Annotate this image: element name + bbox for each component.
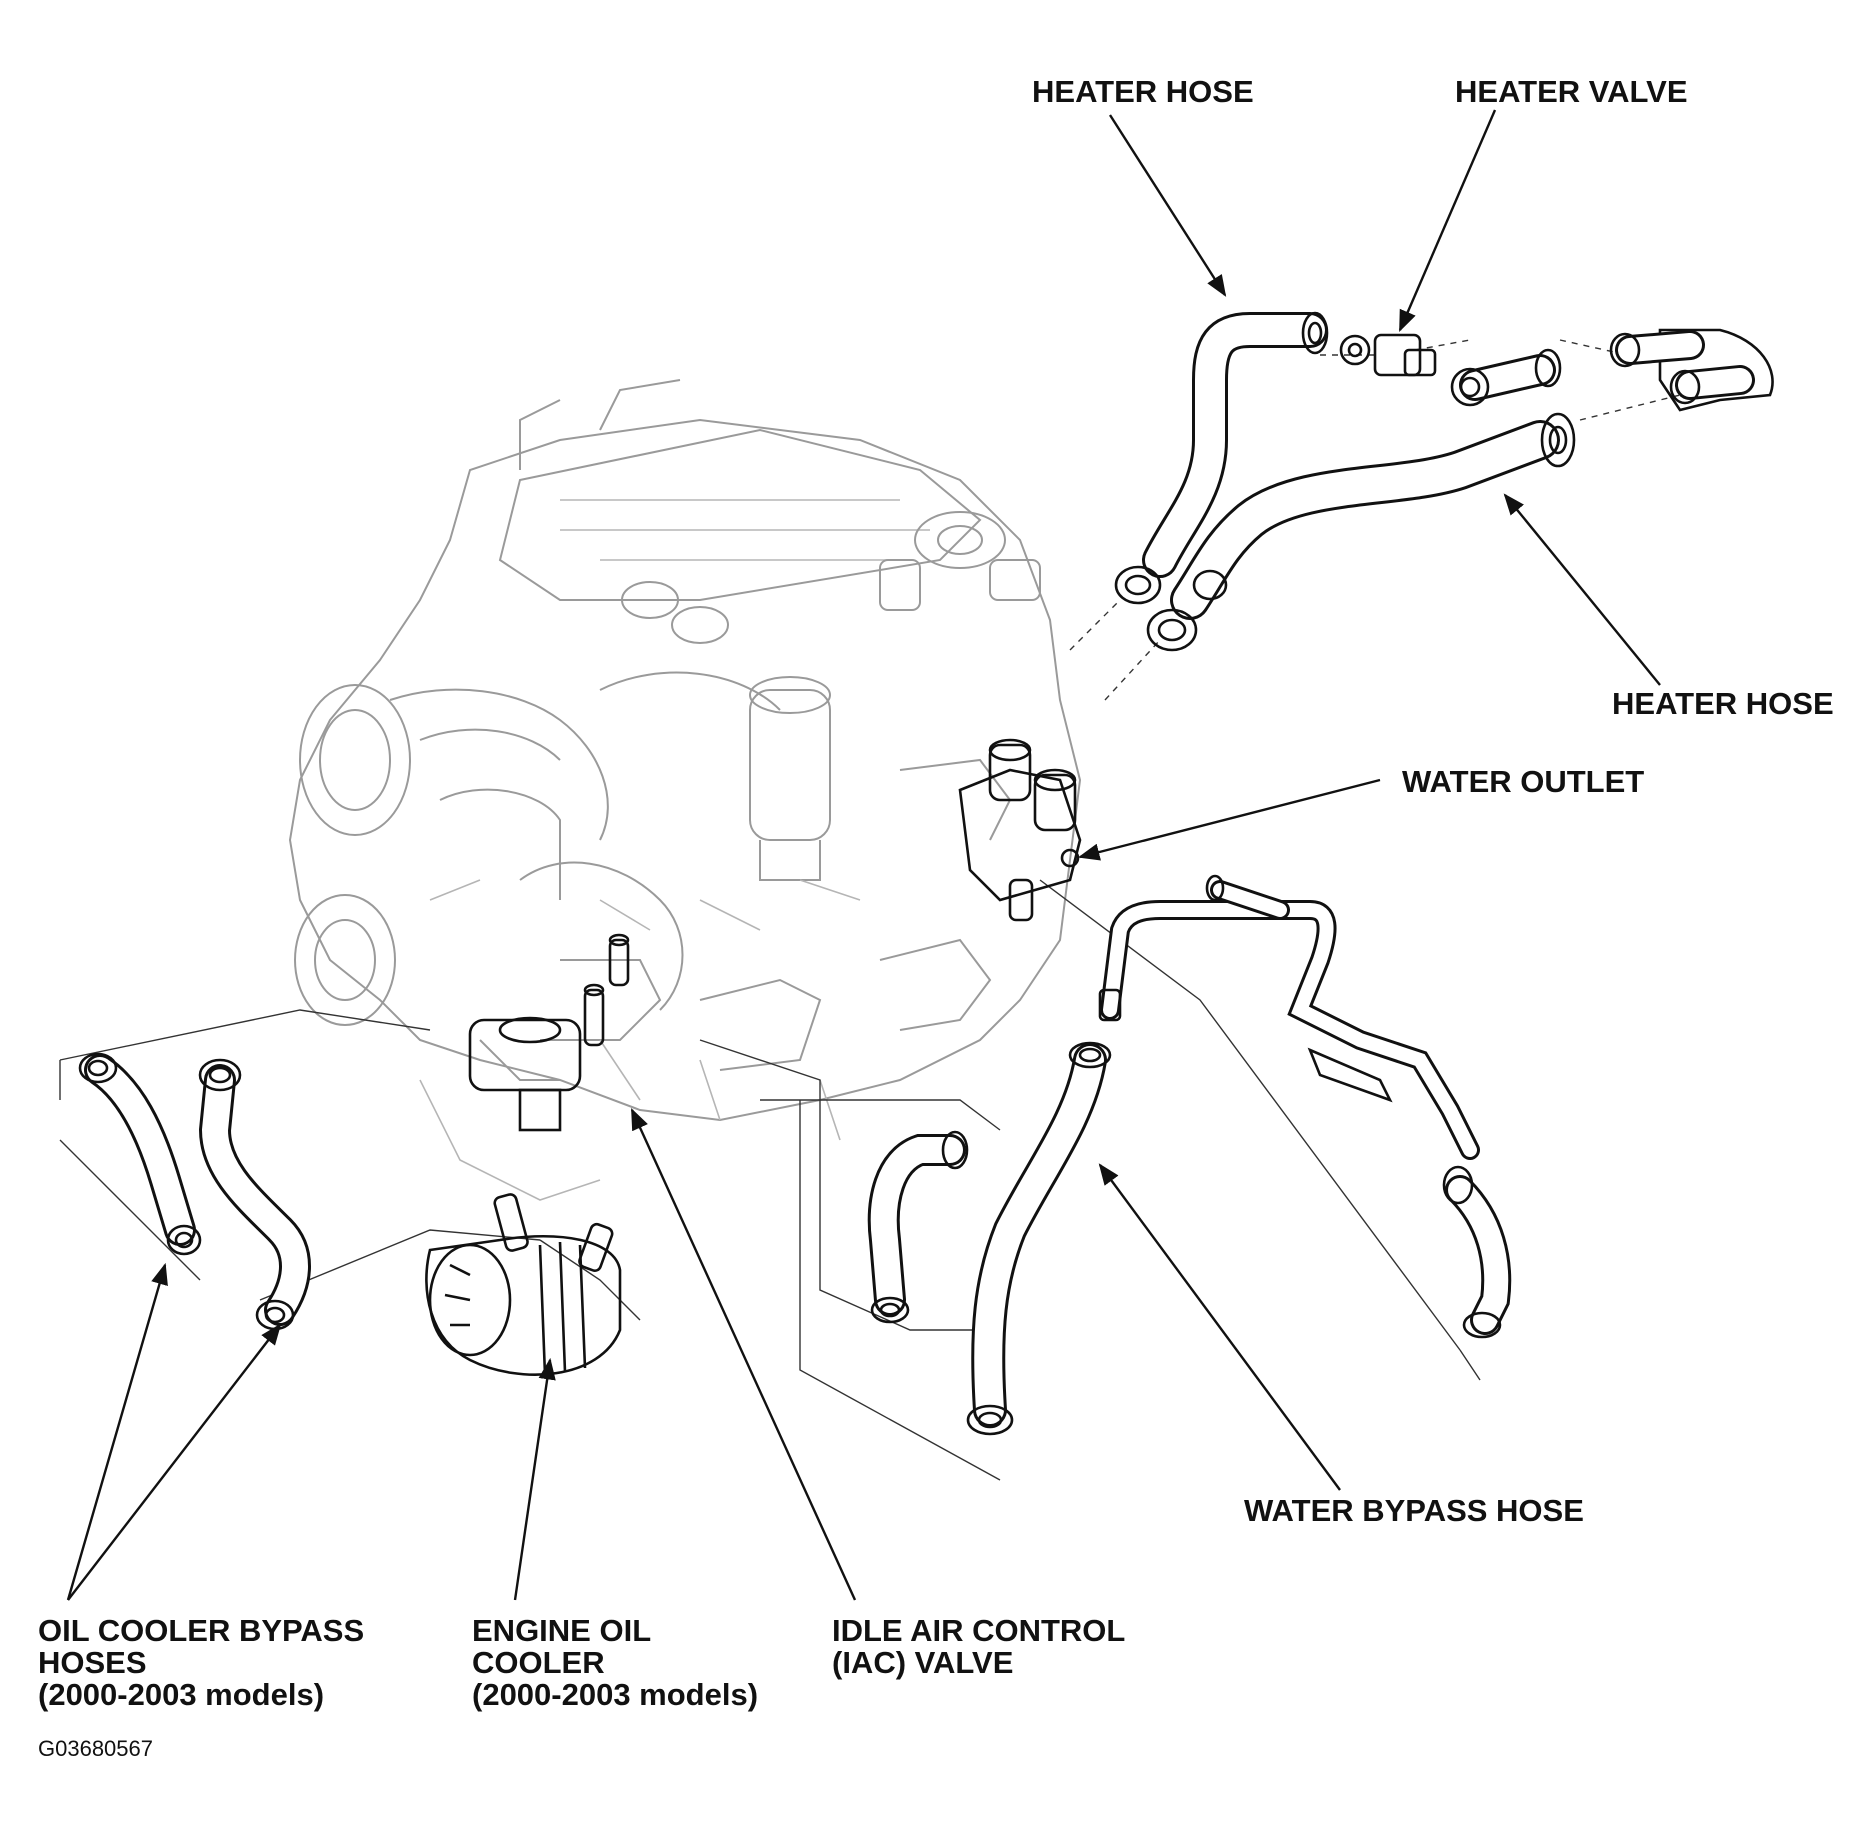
water-bypass-hose-part (966, 1041, 1112, 1436)
label-engine-oil-cooler: ENGINE OIL COOLER (2000-2003 models) (472, 1613, 759, 1712)
engine-block-illustration (288, 379, 1082, 1201)
label-water-outlet: WATER OUTLET (1402, 764, 1645, 799)
oil-cooler-bypass-hose-left (78, 1052, 202, 1256)
heater-hose-upper-part (1114, 311, 1329, 605)
heater-valve-part (1339, 333, 1562, 407)
heater-core-pipes-part (1609, 328, 1774, 412)
iac-valve-part (468, 933, 630, 1132)
label-iac-valve: IDLE AIR CONTROL (IAC) VALVE (832, 1613, 1126, 1680)
heater-hose-lower-part (1146, 412, 1576, 652)
small-bypass-hose-part (867, 1130, 969, 1324)
label-heater-valve: HEATER VALVE (1455, 74, 1688, 109)
label-oil-cooler-bypass-hoses: OIL COOLER BYPASS HOSES (2000-2003 model… (38, 1613, 365, 1712)
label-water-bypass-hose: WATER BYPASS HOSE (1244, 1493, 1584, 1528)
oil-cooler-bypass-hose-right (198, 1058, 311, 1331)
right-bypass-hose-part (1442, 1165, 1512, 1339)
label-heater-hose-right: HEATER HOSE (1612, 686, 1834, 721)
figure-code: G03680567 (38, 1736, 153, 1761)
water-bypass-pipe-part (1098, 874, 1480, 1160)
leader-lines (66, 109, 1661, 1601)
engine-oil-cooler-part (425, 1193, 622, 1376)
reference-lines (59, 339, 1681, 1481)
water-outlet-part (958, 738, 1082, 922)
label-heater-hose-top: HEATER HOSE (1032, 74, 1254, 109)
